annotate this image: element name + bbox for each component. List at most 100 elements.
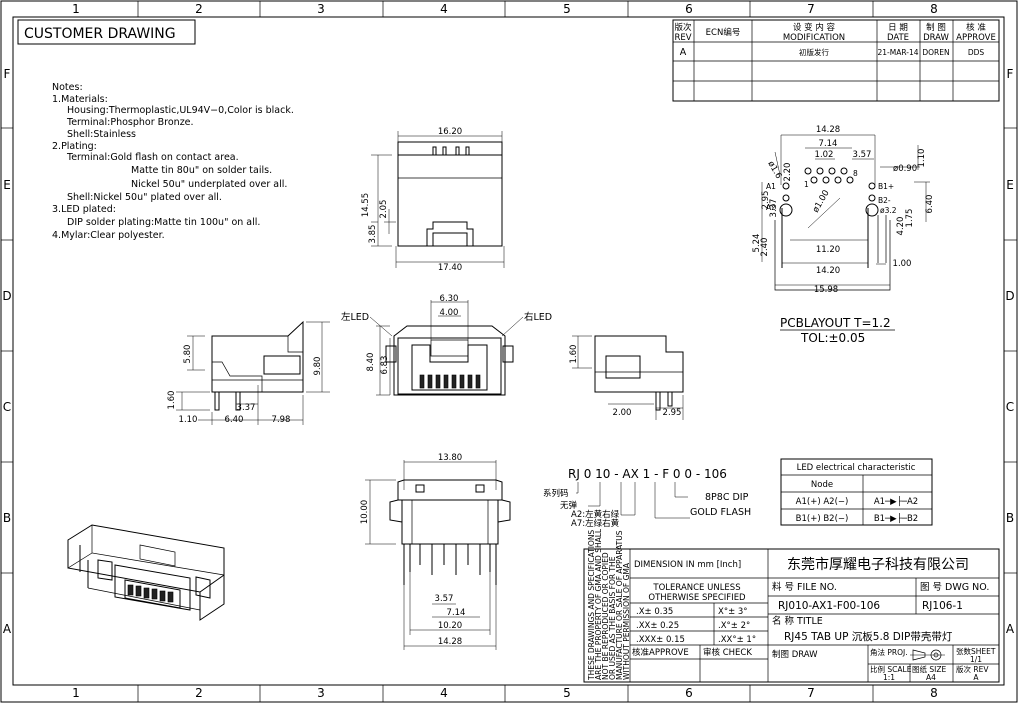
row-label: C	[3, 400, 11, 414]
approve-label: 核准APPROVE	[632, 647, 689, 658]
company-name: 东莞市厚耀电子科技有限公司	[787, 556, 969, 573]
notes-line: Matte tin 80u" on solder tails.	[131, 165, 272, 176]
file-no-label: 料 号 FILE NO.	[772, 581, 837, 593]
col-label: 2	[195, 2, 203, 16]
dwg-no: RJ106-1	[922, 600, 963, 612]
led-table-title: LED electrical characteristic	[797, 463, 916, 473]
title-label: 名 称 TITLE	[772, 615, 823, 627]
dim-label: 3.85	[368, 225, 378, 244]
notes-line: Nickel 50u" underplated over all.	[131, 179, 287, 190]
dim-label: 10.00	[360, 500, 370, 524]
size-label: 图纸 SIZE	[912, 664, 946, 674]
dim-label: 8.40	[366, 353, 376, 372]
col-label: 8	[930, 2, 938, 16]
dim-label: 7.98	[272, 415, 291, 425]
tolerance-angular: .X°± 2°	[718, 621, 750, 631]
dim-label: 4.00	[440, 308, 459, 318]
part-number-callout: A2:左黄右绿	[571, 509, 620, 520]
dim-label: 2.95	[663, 408, 682, 418]
dim-label: ø1.6	[765, 160, 783, 181]
dwg-no-label: 图 号 DWG NO.	[920, 582, 989, 593]
dim-label: 14.28	[438, 637, 462, 647]
side-text-line: NOT BE REPRODUCED OR COPIED	[601, 552, 610, 680]
row-label: F	[1007, 67, 1014, 81]
side-view-right: 1.60 2.00 2.95	[569, 335, 684, 420]
revision-table: 版次 REV ECN编号 设 变 内 容 MODIFICATION 日 期 DA…	[672, 19, 1000, 102]
pcb-layout-tolerance: TOL:±0.05	[800, 331, 865, 345]
bottom-pins	[403, 544, 497, 585]
check-label: 审核 CHECK	[703, 647, 752, 658]
part-number-code: RJ 0 10 - AX 1 - F 0 0 - 106	[568, 467, 727, 481]
tolerance-angular: .XX°± 1°	[718, 635, 756, 645]
pcb-layout: 14.28 7.14 1.02 3.57 2.20 1.10 ø0.90 ø1.…	[752, 125, 935, 345]
notes-line: Shell:Stainless	[67, 129, 136, 140]
col-label: 4	[440, 686, 448, 700]
dim-label: 1.75	[905, 209, 915, 228]
date-header: DATE	[887, 33, 909, 43]
part-number-callout: 8P8C DIP	[705, 492, 749, 503]
row-label: B	[1006, 511, 1014, 525]
tolerance-linear: .XXX± 0.15	[636, 635, 685, 645]
size-value: A4	[926, 673, 936, 682]
projection-symbol-icon	[910, 649, 945, 661]
dim-label: 16.20	[438, 127, 462, 137]
col-label: 7	[807, 686, 815, 700]
approve-header-cn: 核 准	[966, 22, 986, 33]
col-label: 4	[440, 2, 448, 16]
dim-label: 2.05	[379, 200, 389, 219]
notes-line: DIP solder plating:Matte tin 100u" on al…	[67, 217, 260, 228]
notes-line: Shell:Nickel 50u" plated over all.	[67, 192, 222, 203]
dim-label: 6.83	[380, 356, 390, 375]
side-text-line: ARE THE PROPERTY OF GMA AND SHALL	[594, 528, 603, 680]
dim-label: 5.80	[183, 345, 193, 364]
dim-label: 14.20	[816, 266, 840, 276]
notes-line: Housing:Thermoplastic,UL94V−0,Color is b…	[67, 105, 294, 116]
top-view: 16.20 14.55 2.05 3.85 17.40	[361, 127, 505, 273]
dim-label: 3.57	[853, 150, 872, 160]
side-view-left: 5.80 9.80 1.60 3.37 1.10 6.40 7.98	[167, 320, 330, 425]
rev-value: A	[680, 47, 687, 58]
scale-value: 1:1	[883, 673, 895, 682]
row-label: E	[3, 178, 11, 192]
dim-label: 14.55	[361, 193, 371, 217]
draw-label: 制图 DRAW	[772, 649, 818, 660]
tolerance-title: TOLERANCE UNLESS	[652, 583, 740, 593]
col-label: 3	[317, 2, 325, 16]
row-label: B	[3, 511, 11, 525]
notes-line: 4.Mylar:Clear polyester.	[52, 230, 165, 241]
row-label: F	[4, 67, 11, 81]
rev-value: A	[973, 673, 979, 682]
col-label: 5	[563, 2, 571, 16]
col-label: 6	[685, 2, 693, 16]
col-label: 1	[72, 2, 80, 16]
dim-label: 2.00	[613, 408, 632, 418]
col-label: 3	[317, 686, 325, 700]
left-led-callout: 左LED	[341, 311, 369, 323]
col-label: 5	[563, 686, 571, 700]
led-row-node: B1(+) B2(−)	[796, 514, 849, 524]
title-block: THESE DRAWINGS AND SPECIFICATIONS ARE TH…	[583, 528, 1000, 683]
tolerance-linear: .X± 0.35	[636, 607, 673, 617]
col-label: 8	[930, 686, 938, 700]
dim-label: 5.24	[752, 234, 762, 253]
dim-label: 3.37	[237, 403, 256, 413]
dim-label: 1.60	[569, 345, 579, 364]
notes: Notes: 1.Materials: Housing:Thermoplasti…	[52, 82, 294, 241]
row-label: D	[2, 289, 11, 303]
pin-label: B2-	[878, 196, 891, 205]
column-labels-top: 1 2 3 4 5 6 7 8	[72, 1, 938, 17]
approve-header: APPROVE	[956, 33, 996, 43]
notes-line: 3.LED plated:	[52, 204, 116, 215]
pin-label: A2	[766, 203, 776, 212]
front-view: 6.30 4.00 8.40 6.83 左LED 右LED	[341, 294, 552, 396]
row-label: C	[1006, 400, 1014, 414]
date-value: 21-MAR-14	[877, 48, 918, 57]
dim-label: 3.57	[435, 594, 454, 604]
draw-value: DOREN	[922, 48, 949, 57]
side-text-line: MANUFACTURE OR SALE OF APPARATUS	[615, 530, 624, 680]
draw-header: DRAW	[923, 33, 949, 43]
pin-label: 1	[804, 180, 809, 189]
led-row-symbol: B1─▶├─B2	[874, 513, 918, 524]
dim-label: 11.20	[816, 245, 840, 255]
